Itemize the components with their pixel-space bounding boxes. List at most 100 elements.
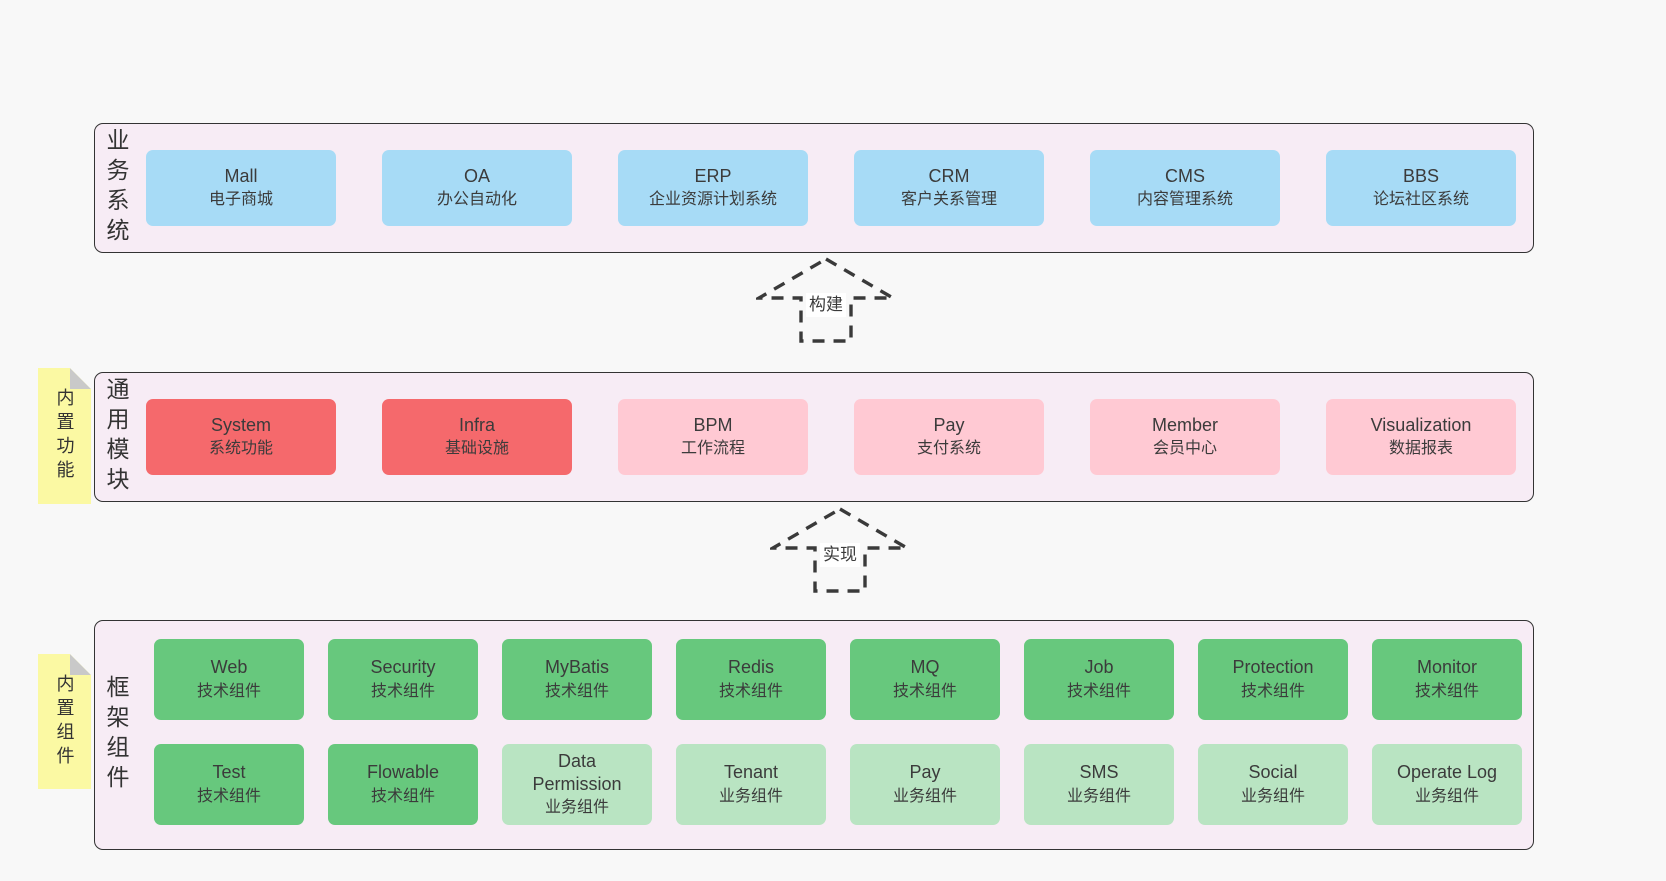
- node-subtitle: 技术组件: [1066, 682, 1131, 700]
- node-infra: Infra 基础设施: [382, 399, 572, 475]
- node-subtitle: 业务组件: [718, 787, 783, 805]
- arrow-label-build: 构建: [806, 293, 846, 318]
- node-title: System: [210, 414, 271, 435]
- layer-framework-components: 框架组件 Web 技术组件 Security 技术组件 MyBatis 技术组件…: [94, 620, 1534, 850]
- node-protection: Protection 技术组件: [1198, 639, 1348, 720]
- node-bbs: BBS 论坛社区系统: [1326, 150, 1516, 226]
- node-title: Security: [370, 657, 436, 678]
- node-subtitle: 技术组件: [544, 682, 609, 700]
- node-mybatis: MyBatis 技术组件: [502, 639, 652, 720]
- node-member: Member 会员中心: [1090, 399, 1280, 475]
- node-mall: Mall 电子商城: [146, 150, 336, 226]
- sticky-note-built-in-features: 内置功能: [38, 368, 91, 504]
- node-title: CRM: [928, 165, 970, 186]
- node-subtitle: 支付系统: [916, 440, 981, 458]
- node-cms: CMS 内容管理系统: [1090, 150, 1280, 226]
- node-subtitle: 系统功能: [208, 440, 273, 458]
- node-title: Pay: [933, 414, 965, 435]
- node-flowable: Flowable 技术组件: [328, 744, 478, 825]
- node-subtitle: 技术组件: [196, 682, 261, 700]
- layer-common-modules: 通用模块 System 系统功能 Infra 基础设施 BPM 工作流程 Pay…: [94, 372, 1534, 502]
- node-subtitle: 业务组件: [544, 799, 609, 817]
- node-subtitle: 技术组件: [1240, 682, 1305, 700]
- node-operate-log: Operate Log 业务组件: [1372, 744, 1522, 825]
- node-subtitle: 企业资源计划系统: [648, 191, 777, 209]
- node-title: Web: [210, 657, 248, 678]
- layer-business-systems: 业务系统 Mall 电子商城 OA 办公自动化 ERP 企业资源计划系统 CRM…: [94, 123, 1534, 253]
- node-job: Job 技术组件: [1024, 639, 1174, 720]
- node-subtitle: 论坛社区系统: [1372, 191, 1469, 209]
- node-title: SMS: [1079, 762, 1119, 783]
- node-test: Test 技术组件: [154, 744, 304, 825]
- node-title: Pay: [909, 762, 941, 783]
- node-mq: MQ 技术组件: [850, 639, 1000, 720]
- arrow-label-implement: 实现: [820, 543, 860, 568]
- note-text: 内置组件: [54, 673, 75, 770]
- node-subtitle: 技术组件: [370, 787, 435, 805]
- node-web: Web 技术组件: [154, 639, 304, 720]
- layer-label-components: 框架组件: [103, 675, 129, 795]
- node-title: BPM: [693, 414, 733, 435]
- node-system: System 系统功能: [146, 399, 336, 475]
- node-subtitle: 技术组件: [718, 682, 783, 700]
- node-pay: Pay 支付系统: [854, 399, 1044, 475]
- node-title: Flowable: [366, 762, 440, 783]
- node-oa: OA 办公自动化: [382, 150, 572, 226]
- node-title: Mall: [224, 165, 258, 186]
- node-tenant: Tenant 业务组件: [676, 744, 826, 825]
- node-title: Social: [1248, 762, 1298, 783]
- layer-label-business: 业务系统: [103, 128, 129, 248]
- dashed-up-arrow-shape: [756, 257, 896, 343]
- node-title: Visualization: [1370, 414, 1472, 435]
- node-subtitle: 基础设施: [444, 440, 509, 458]
- node-subtitle: 工作流程: [680, 440, 745, 458]
- node-title: Monitor: [1416, 657, 1478, 678]
- node-subtitle: 技术组件: [892, 682, 957, 700]
- node-subtitle: 业务组件: [1414, 787, 1479, 805]
- node-subtitle: 技术组件: [1414, 682, 1479, 700]
- node-subtitle: 数据报表: [1388, 440, 1453, 458]
- up-arrow-build: [756, 257, 896, 343]
- node-title: Tenant: [723, 762, 779, 783]
- node-monitor: Monitor 技术组件: [1372, 639, 1522, 720]
- node-title: Protection: [1232, 657, 1314, 678]
- up-arrow-implement: [770, 507, 910, 593]
- node-pay-component: Pay 业务组件: [850, 744, 1000, 825]
- node-visualization: Visualization 数据报表: [1326, 399, 1516, 475]
- node-title: CMS: [1165, 165, 1205, 186]
- node-subtitle: 办公自动化: [436, 191, 517, 209]
- node-social: Social 业务组件: [1198, 744, 1348, 825]
- node-subtitle: 电子商城: [208, 191, 273, 209]
- node-data-permission: Data Permission 业务组件: [502, 744, 652, 825]
- node-title: OA: [463, 165, 490, 186]
- node-bpm: BPM 工作流程: [618, 399, 808, 475]
- node-subtitle: 业务组件: [1066, 787, 1131, 805]
- node-security: Security 技术组件: [328, 639, 478, 720]
- sticky-note-built-in-components: 内置组件: [38, 654, 91, 789]
- node-title: Infra: [458, 414, 496, 435]
- node-title: Job: [1084, 657, 1114, 678]
- folded-corner: [70, 654, 91, 675]
- node-subtitle: 业务组件: [1240, 787, 1305, 805]
- node-title: Operate Log: [1396, 762, 1498, 783]
- node-title: Data Permission: [532, 751, 622, 794]
- node-title: ERP: [694, 165, 732, 186]
- node-subtitle: 技术组件: [196, 787, 261, 805]
- node-subtitle: 技术组件: [370, 682, 435, 700]
- node-subtitle: 客户关系管理: [900, 191, 997, 209]
- node-subtitle: 会员中心: [1152, 440, 1217, 458]
- node-title: Test: [212, 762, 246, 783]
- node-title: BBS: [1402, 165, 1440, 186]
- node-title: MQ: [910, 657, 940, 678]
- node-subtitle: 内容管理系统: [1136, 191, 1233, 209]
- node-sms: SMS 业务组件: [1024, 744, 1174, 825]
- node-redis: Redis 技术组件: [676, 639, 826, 720]
- node-subtitle: 业务组件: [892, 787, 957, 805]
- dashed-up-arrow-shape: [770, 507, 910, 593]
- node-erp: ERP 企业资源计划系统: [618, 150, 808, 226]
- node-title: MyBatis: [544, 657, 609, 678]
- layer-label-modules: 通用模块: [103, 377, 129, 497]
- note-text: 内置功能: [54, 388, 75, 484]
- node-title: Member: [1151, 414, 1218, 435]
